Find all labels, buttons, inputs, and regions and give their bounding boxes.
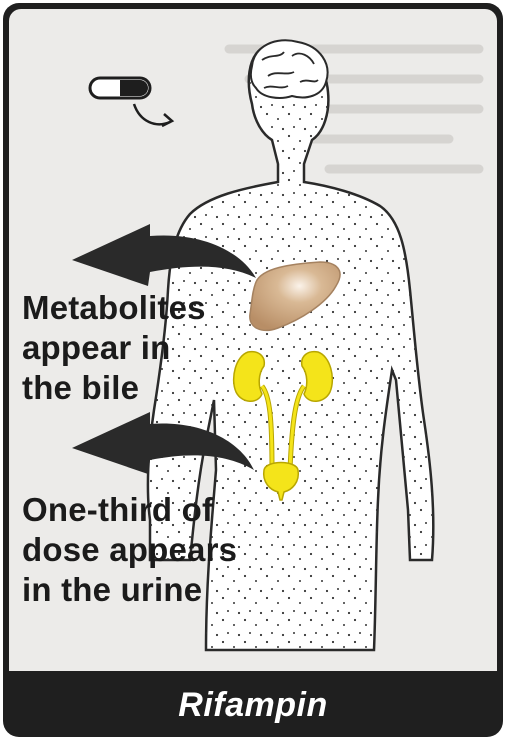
label-urine-line-2: dose appears bbox=[22, 530, 237, 570]
capsule-icon bbox=[90, 78, 172, 126]
label-urine-line-1: One-third of bbox=[22, 490, 237, 530]
label-urine: One-third of dose appears in the urine bbox=[22, 490, 237, 610]
brain-icon bbox=[251, 40, 328, 98]
label-bile-line-1: Metabolites bbox=[22, 288, 206, 328]
label-urine-line-3: in the urine bbox=[22, 570, 237, 610]
label-bile-line-3: the bile bbox=[22, 368, 206, 408]
label-bile-line-2: appear in bbox=[22, 328, 206, 368]
label-bile: Metabolites appear in the bile bbox=[22, 288, 206, 408]
